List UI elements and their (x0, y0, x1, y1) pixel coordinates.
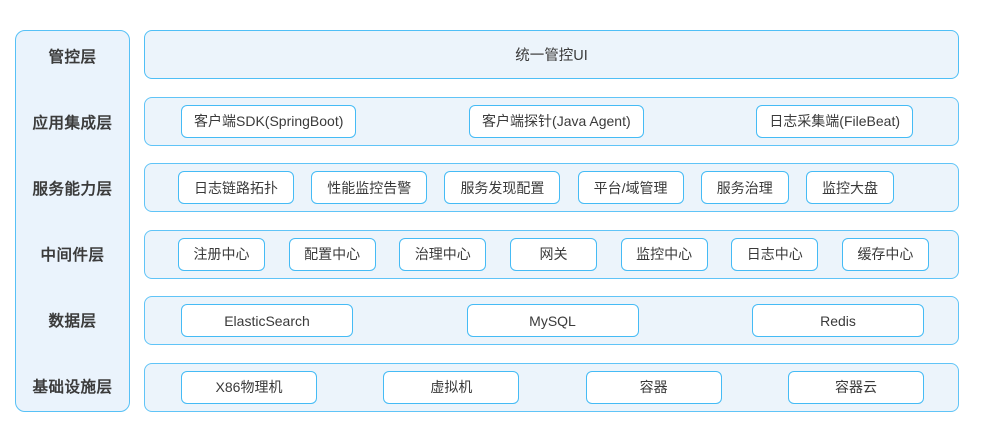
layer-row-app-integration: 客户端SDK(SpringBoot) 客户端探针(Java Agent) 日志采… (144, 96, 959, 146)
box-config-center: 配置中心 (288, 237, 376, 271)
layer-row-infrastructure: X86物理机 虚拟机 容器 容器云 (144, 362, 959, 412)
box-redis: Redis (752, 304, 924, 338)
box-container: 容器 (585, 370, 722, 404)
box-cache-center: 缓存中心 (841, 237, 929, 271)
box-elasticsearch: ElasticSearch (181, 304, 353, 338)
layer-row-middleware: 注册中心 配置中心 治理中心 网关 监控中心 日志中心 缓存中心 (144, 229, 959, 279)
box-x86-physical: X86物理机 (181, 370, 317, 404)
layer-rows: 统一管控UI 客户端SDK(SpringBoot) 客户端探针(Java Age… (144, 30, 959, 412)
box-service-governance: 服务治理 (700, 171, 789, 205)
layer-label-middleware: 中间件层 (40, 247, 105, 265)
box-governance-center: 治理中心 (399, 237, 487, 271)
layer-label-management: 管控层 (48, 48, 97, 66)
box-log-center: 日志中心 (731, 237, 819, 271)
box-log-link-topology: 日志链路拓扑 (178, 171, 294, 205)
layer-row-management: 统一管控UI (144, 30, 959, 79)
box-registry-center: 注册中心 (178, 237, 265, 271)
box-client-sdk: 客户端SDK(SpringBoot) (181, 104, 357, 138)
box-virtual-machine: 虚拟机 (383, 370, 520, 404)
box-monitor-dashboard: 监控大盘 (805, 171, 894, 205)
box-platform-domain-mgmt: 平台/域管理 (577, 171, 684, 205)
box-service-discovery: 服务发现配置 (444, 171, 561, 205)
box-filebeat: 日志采集端(FileBeat) (756, 104, 913, 138)
box-container-cloud: 容器云 (787, 370, 924, 404)
box-monitor-center: 监控中心 (620, 237, 708, 271)
layer-label-service-capability: 服务能力层 (32, 180, 113, 198)
box-java-agent: 客户端探针(Java Agent) (469, 104, 644, 138)
layer-sidebar: 管控层 应用集成层 服务能力层 中间件层 数据层 基础设施层 (15, 30, 130, 412)
layer-label-data: 数据层 (48, 313, 97, 331)
layer-row-service-capability: 日志链路拓扑 性能监控告警 服务发现配置 平台/域管理 服务治理 监控大盘 (144, 163, 959, 213)
layer-label-app-integration: 应用集成层 (32, 114, 113, 132)
diagram-body: 管控层 应用集成层 服务能力层 中间件层 数据层 基础设施层 统一管控UI 客户… (15, 30, 959, 412)
layer-row-data: ElasticSearch MySQL Redis (144, 296, 959, 346)
layer-label-infrastructure: 基础设施层 (32, 379, 113, 397)
box-performance-alerting: 性能监控告警 (311, 171, 428, 205)
unified-console-label: 统一管控UI (515, 48, 588, 64)
box-gateway: 网关 (509, 237, 597, 271)
box-mysql: MySQL (466, 304, 639, 338)
